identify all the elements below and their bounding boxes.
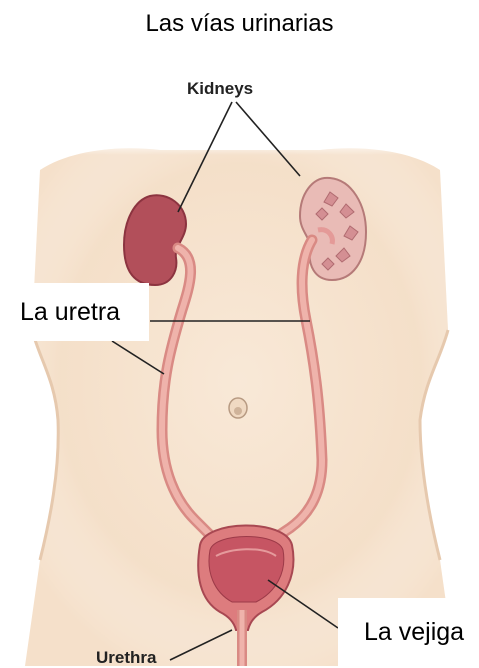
diagram-title: Las vías urinarias <box>0 10 479 38</box>
vejiga-label: La vejiga <box>364 620 464 645</box>
urethra-label: Urethra <box>96 648 156 668</box>
uretra-label-box: La uretra <box>0 283 149 341</box>
uretra-label: La uretra <box>20 300 120 325</box>
kidneys-label: Kidneys <box>187 79 253 99</box>
top-fade <box>0 140 479 200</box>
vejiga-label-box: La vejiga <box>338 598 479 666</box>
